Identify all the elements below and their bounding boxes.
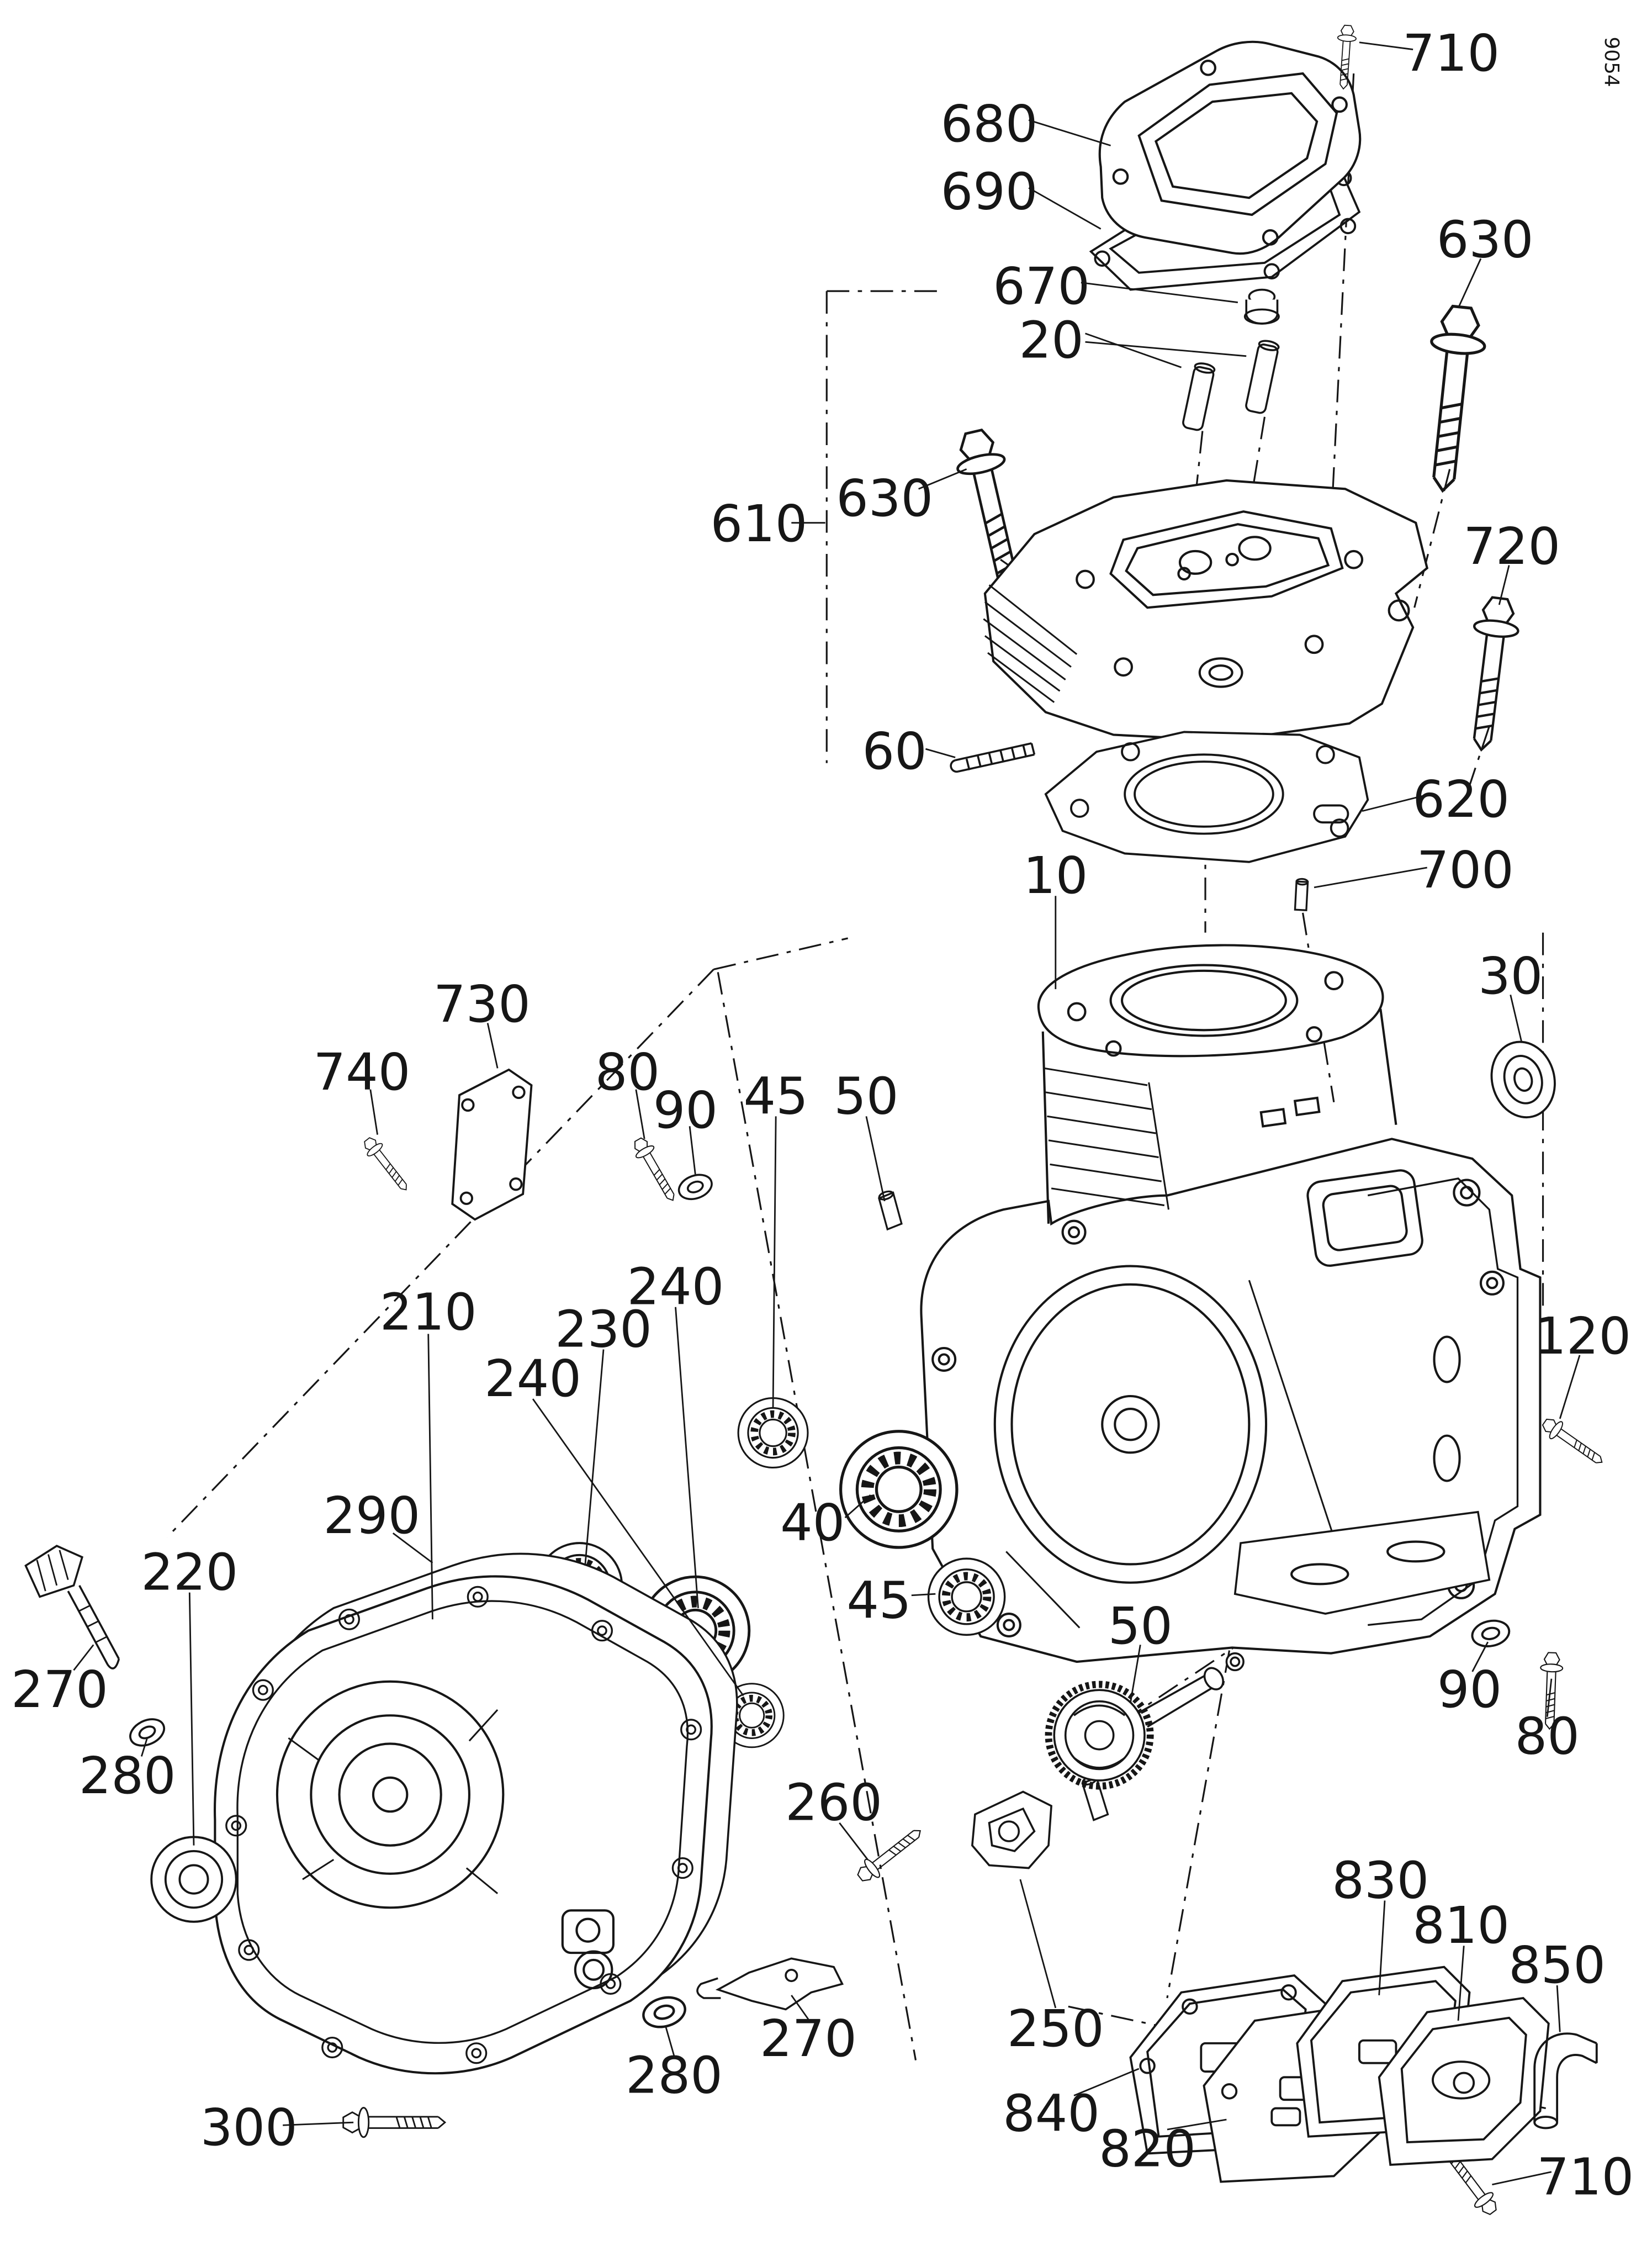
part-label-250: 250 [1007, 1999, 1104, 2058]
part-label-80-right: 80 [1515, 1706, 1580, 1766]
part-label-45-bottom: 45 [846, 1571, 911, 1630]
part-label-700: 700 [1417, 841, 1514, 900]
part-labels: 710 680 690 670 20 630 630 610 720 60 62… [11, 24, 1634, 2207]
part-label-690: 690 [941, 162, 1038, 221]
flange-bolt-720 [1459, 596, 1522, 753]
oil-seal-30 [1490, 1040, 1556, 1119]
part-label-270-left: 270 [11, 1660, 108, 1719]
part-label-30: 30 [1478, 947, 1543, 1006]
part-label-810: 810 [1412, 1896, 1510, 1955]
dowel-pin-700 [1294, 878, 1309, 912]
part-label-720: 720 [1463, 517, 1560, 576]
part-label-280-left: 280 [79, 1746, 176, 1805]
part-label-90-right: 90 [1437, 1660, 1502, 1719]
part-label-620: 620 [1412, 770, 1510, 829]
part-label-220: 220 [141, 1543, 238, 1602]
part-label-80-top: 80 [595, 1043, 660, 1102]
part-label-610: 610 [711, 494, 808, 553]
part-label-630-left: 630 [836, 469, 933, 528]
drain-cock [696, 1957, 844, 2011]
bolt-740 [359, 1133, 414, 1196]
ball-bearing-45a [738, 1398, 808, 1468]
pin-50-upper [877, 1190, 903, 1231]
part-label-45-top: 45 [744, 1066, 808, 1126]
part-label-50-top: 50 [834, 1066, 898, 1126]
cylinder-block [920, 944, 1542, 1663]
flange-bolt-630-right [1416, 304, 1489, 493]
part-label-740: 740 [314, 1043, 411, 1102]
camshaft-gear [1045, 1652, 1245, 1790]
part-label-280-bottom: 280 [626, 2046, 723, 2105]
bolt-80-top [628, 1134, 682, 1206]
part-label-830: 830 [1332, 1851, 1429, 1910]
part-label-10: 10 [1023, 846, 1088, 905]
part-label-210: 210 [380, 1283, 477, 1342]
leader-lines [73, 41, 1581, 2186]
valve-guide [1182, 340, 1280, 431]
clip-280-left [125, 1713, 170, 1752]
part-label-240-a: 240 [627, 1257, 724, 1317]
part-label-270-bottom: 270 [760, 2009, 857, 2068]
part-label-730: 730 [433, 975, 531, 1034]
part-label-90-top: 90 [653, 1081, 718, 1140]
ball-bearing-40 [841, 1431, 957, 1547]
part-label-290: 290 [323, 1486, 420, 1545]
crankcase-cover [215, 1576, 712, 2073]
part-label-300: 300 [200, 2098, 298, 2157]
cylinder-head [983, 479, 1429, 742]
bolt-120 [1538, 1413, 1608, 1471]
part-label-850: 850 [1508, 1936, 1606, 1995]
part-label-680: 680 [941, 94, 1038, 154]
oil-seal-220 [150, 1836, 237, 1923]
valve-cover [1098, 40, 1362, 255]
cap-nut [1243, 288, 1280, 325]
part-label-50-bottom: 50 [1108, 1597, 1173, 1656]
part-label-260: 260 [785, 1773, 882, 1832]
part-label-230: 230 [555, 1299, 652, 1359]
stud-60 [950, 742, 1036, 773]
part-label-840: 840 [1003, 2084, 1100, 2143]
ball-bearing-45b [929, 1558, 1005, 1635]
washer-90-right [1469, 1616, 1513, 1651]
washer-90-top [674, 1169, 716, 1204]
part-label-120: 120 [1534, 1307, 1631, 1366]
part-label-40: 40 [780, 1493, 845, 1552]
part-label-710-top: 710 [1402, 24, 1500, 83]
part-label-820: 820 [1099, 2119, 1196, 2178]
side-cover-plate [451, 1068, 533, 1221]
breather-cover-810 [1378, 1996, 1550, 2166]
bolt-300 [342, 2107, 446, 2138]
part-label-630-right: 630 [1437, 210, 1534, 270]
part-label-240-b: 240 [484, 1349, 581, 1408]
part-label-670: 670 [993, 257, 1090, 316]
part-label-710-bottom: 710 [1537, 2148, 1634, 2207]
breather-tube-850 [1533, 2032, 1598, 2130]
cam-follower [971, 1790, 1052, 1869]
washer-280-bottom [640, 1993, 688, 2031]
oil-dipstick [24, 1545, 120, 1669]
part-label-20: 20 [1019, 310, 1084, 369]
head-gasket [1044, 731, 1369, 863]
part-label-60: 60 [862, 722, 926, 781]
doc-number: 9054 [1600, 37, 1623, 87]
